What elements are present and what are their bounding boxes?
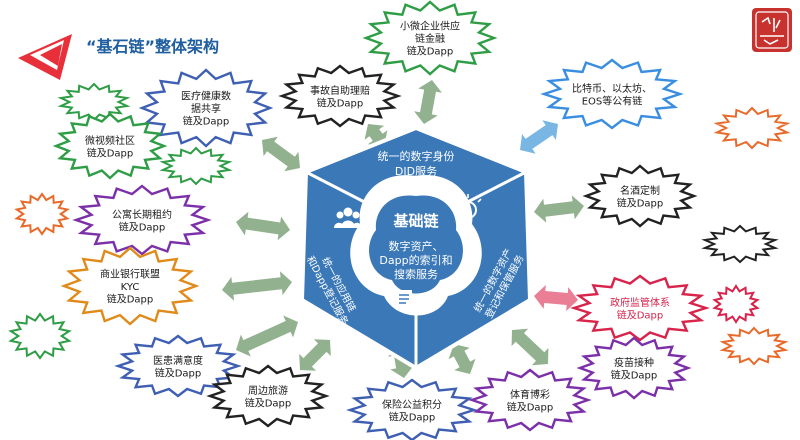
burst-shape xyxy=(576,336,692,400)
burst-label: 体育博彩 xyxy=(510,388,550,401)
burst-label: 医患满意度 xyxy=(153,354,203,367)
double-arrow xyxy=(236,211,290,241)
burst-label: 医疗健康数 xyxy=(181,90,231,103)
core-middle-line-2: Dapp的索引和 xyxy=(379,253,452,267)
burst-shape xyxy=(582,164,698,228)
burst-label: 链及Dapp xyxy=(317,96,364,109)
decorative-burst xyxy=(719,326,789,366)
burst-label: 链及Dapp xyxy=(617,308,664,321)
burst-shape xyxy=(72,184,212,256)
burst-label: 链及Dapp xyxy=(407,45,454,58)
burst-shape xyxy=(138,68,274,148)
burst-label: 据共享 xyxy=(191,102,221,115)
decorative-burst xyxy=(712,284,760,324)
burst-label: 链及Dapp xyxy=(107,293,154,306)
burst-shape xyxy=(570,274,710,342)
core-top-line-1: 统一的数字身份 xyxy=(378,149,455,163)
burst-label: 比特币、以太坊、 xyxy=(572,82,652,95)
burst-label: 微视频社区 xyxy=(85,134,135,147)
red-triangle-logo xyxy=(18,34,72,80)
burst-label: 商业银行联盟 xyxy=(100,268,160,281)
burst-label: 小微企业供应 xyxy=(400,20,460,33)
decorative-burst xyxy=(713,106,791,150)
burst-shape xyxy=(60,246,200,326)
burst-label: 链及Dapp xyxy=(183,115,230,128)
decorative-burst xyxy=(14,192,70,236)
decorative-burst xyxy=(8,312,72,360)
burst-node-bitcoin-eos: 比特币、以太坊、EOS等公有链 xyxy=(540,58,684,130)
burst-label: 保险公益积分 xyxy=(382,398,442,411)
burst-label: 链及Dapp xyxy=(617,196,664,209)
burst-shape xyxy=(278,64,402,128)
burst-label: 周边旅游 xyxy=(248,384,288,397)
core-top-line-2: DID服务 xyxy=(395,165,437,178)
double-arrow xyxy=(299,339,331,371)
burst-shape xyxy=(346,378,478,440)
burst-label: KYC xyxy=(121,282,140,293)
core-center-label: 基础链 xyxy=(392,212,439,230)
core-middle-line-3: 搜索服务 xyxy=(394,267,438,281)
burst-label: 链及Dapp xyxy=(119,220,166,233)
burst-label: EOS等公有链 xyxy=(582,94,643,107)
burst-label: 疫苗接种 xyxy=(614,356,654,369)
burst-label: 链及Dapp xyxy=(389,410,436,423)
burst-label: 政府监管体系 xyxy=(610,296,670,309)
document-icon xyxy=(396,290,412,310)
burst-label: 链及Dapp xyxy=(507,400,554,413)
burst-shape xyxy=(362,0,498,76)
decorative-burst xyxy=(701,224,779,264)
inner-core xyxy=(369,195,463,294)
burst-label: 事故自助理赔 xyxy=(310,84,370,97)
page-title: “基石链”整体架构 xyxy=(86,37,219,56)
burst-label: 链及Dapp xyxy=(155,366,202,379)
burst-label: 链及Dapp xyxy=(245,396,292,409)
burst-shape xyxy=(468,368,592,432)
double-arrow xyxy=(262,136,300,172)
double-arrow xyxy=(511,328,549,366)
core-hexagon: 统一的数字身份 DID服务 基础链 数字资产、 Dapp的索引和 搜索服务 统一… xyxy=(299,125,533,371)
burst-label: 链及Dapp xyxy=(87,146,134,159)
burst-label: 公寓长期租约 xyxy=(112,208,172,221)
burst-shape xyxy=(540,58,684,130)
burst-shape xyxy=(52,112,168,180)
burst-label: 链及Dapp xyxy=(611,368,658,381)
burst-shape xyxy=(114,334,242,398)
red-seal-stamp xyxy=(752,8,792,52)
lightbulb-icon xyxy=(454,194,482,223)
double-arrow xyxy=(222,271,292,301)
burst-label: 链金融 xyxy=(415,32,445,45)
double-arrow xyxy=(534,285,578,311)
double-arrow xyxy=(448,344,476,374)
people-icon xyxy=(334,207,362,228)
burst-label: 名酒定制 xyxy=(620,184,660,197)
double-arrow xyxy=(236,315,298,357)
double-arrow xyxy=(414,80,442,124)
core-middle-line-1: 数字资产、 xyxy=(389,239,444,253)
double-arrow xyxy=(534,195,584,223)
decorative-burst xyxy=(159,146,233,186)
decorative-burst xyxy=(57,82,131,122)
double-arrow xyxy=(520,120,558,154)
burst-shape xyxy=(206,364,330,428)
